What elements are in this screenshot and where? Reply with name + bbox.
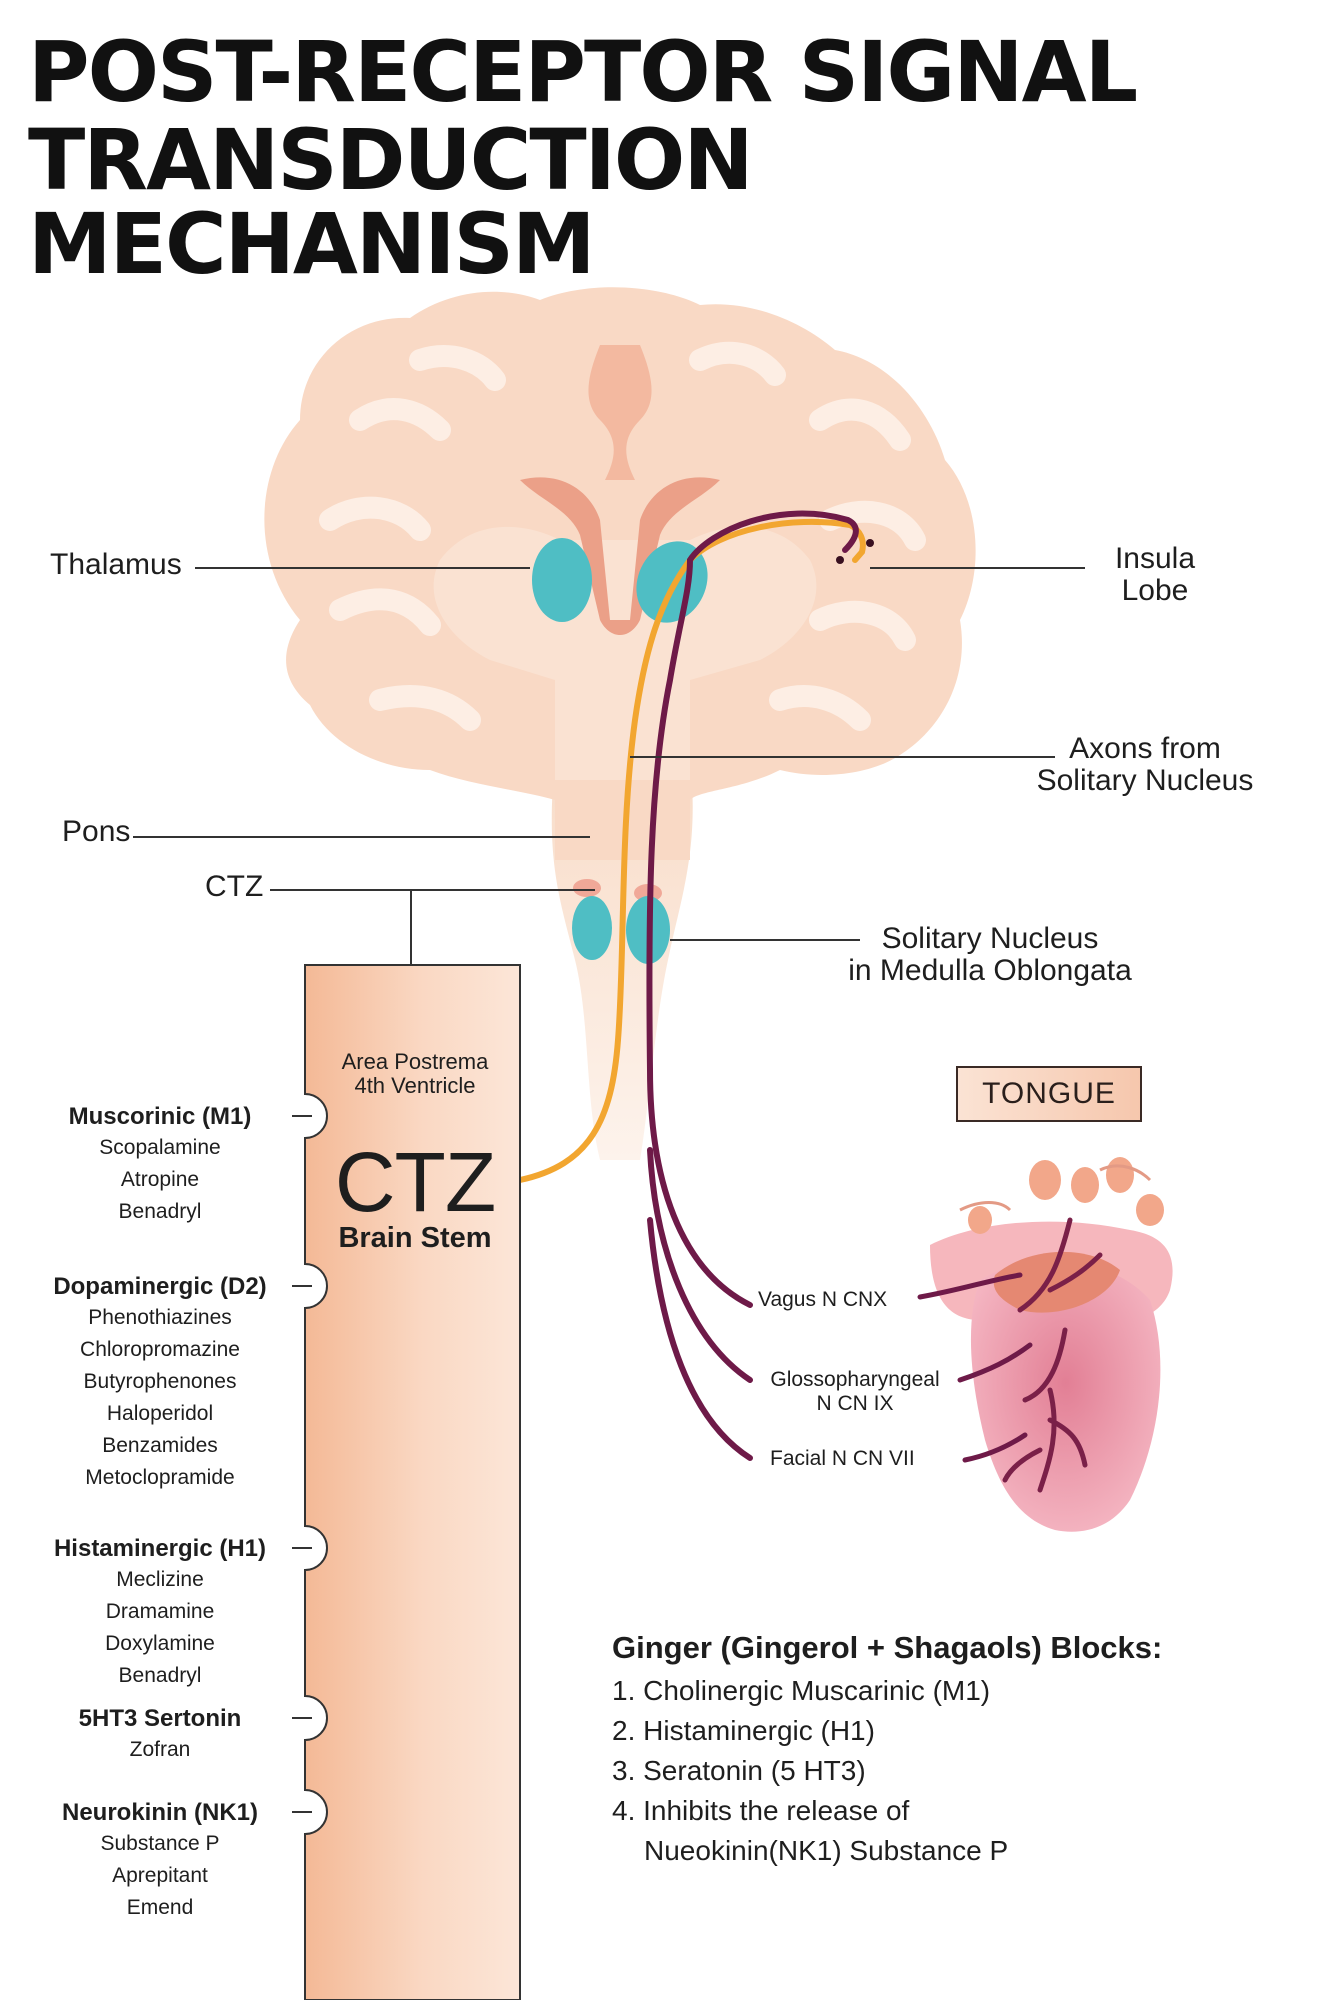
drug-item: Benzamides — [102, 1434, 218, 1457]
title-line1: POST-RECEPTOR SIGNAL — [28, 23, 1138, 121]
ctz-mark-left — [573, 879, 601, 897]
brain-fissure — [588, 345, 652, 480]
receptor-name: Neurokinin (NK1) — [61, 1799, 258, 1826]
drug-item: Substance P — [100, 1832, 220, 1855]
brain-stem-label: Brain Stem — [338, 1222, 492, 1254]
ginger-blocks-list: Ginger (Gingerol + Shagaols) Blocks: 1. … — [612, 1625, 1312, 1871]
receptor-name: 5HT3 Sertonin — [78, 1705, 242, 1732]
medulla-nucleus-left — [572, 896, 612, 960]
facial-label: Facial N CN VII — [770, 1447, 915, 1470]
receptor-group-neurokinin: Neurokinin (NK1) Substance P Aprepitant … — [20, 1798, 300, 1924]
area-postrema-line1: Area Postrema — [341, 1049, 489, 1074]
glosso-nerve — [647, 1147, 753, 1383]
drug-item: Aprepitant — [112, 1864, 208, 1887]
drug-item: Metoclopramide — [85, 1466, 235, 1489]
ginger-item: 2. Histaminergic (H1) — [612, 1715, 875, 1746]
axons-label-line1: Axons from — [1069, 732, 1221, 765]
receptor-group-serotonin: 5HT3 Sertonin Zofran — [20, 1704, 300, 1766]
drug-item: Butyrophenones — [83, 1370, 237, 1393]
glosso-label: Glossopharyngeal N CN IX — [755, 1368, 955, 1416]
pons-label: Pons — [62, 815, 131, 848]
drug-item: Phenothiazines — [88, 1306, 232, 1329]
area-postrema-line2: 4th Ventricle — [354, 1073, 476, 1098]
drug-item: Chloropromazine — [80, 1338, 240, 1361]
ginger-heading: Ginger (Gingerol + Shagaols) Blocks: — [612, 1630, 1163, 1665]
orange-pathway — [517, 518, 866, 1183]
receptor-group-dopaminergic: Dopaminergic (D2) Phenothiazines Chlorop… — [20, 1272, 300, 1494]
receptor-name: Dopaminergic (D2) — [53, 1273, 267, 1300]
axons-label: Axons from Solitary Nucleus — [1010, 733, 1280, 797]
facial-nerve — [647, 1217, 753, 1461]
drug-item: Scopalamine — [99, 1136, 221, 1159]
vagus-label: Vagus N CNX — [758, 1288, 888, 1311]
drug-item: Zofran — [129, 1738, 191, 1761]
solitary-label-line2: in Medulla Oblongata — [848, 954, 1132, 987]
drug-item: Benadryl — [118, 1200, 202, 1223]
ginger-item: 3. Seratonin (5 HT3) — [612, 1755, 866, 1786]
receptor-name: Histaminergic (H1) — [53, 1535, 267, 1562]
ginger-item: 4. Inhibits the release of — [612, 1795, 910, 1826]
brain-gyri — [319, 341, 926, 731]
drug-item: Doxylamine — [105, 1632, 215, 1655]
thalamus-left — [532, 538, 592, 622]
ventricles — [520, 477, 720, 635]
area-postrema-label: Area Postrema 4th Ventricle — [305, 1050, 525, 1098]
ginger-item-continuation: Nueokinin(NK1) Substance P — [644, 1835, 1009, 1866]
solitary-label-line1: Solitary Nucleus — [881, 922, 1099, 955]
ginger-item: 1. Cholinergic Muscarinic (M1) — [612, 1675, 991, 1706]
glosso-label-line2: N CN IX — [816, 1392, 894, 1415]
title-line2: TRANSDUCTION MECHANISM — [28, 111, 754, 293]
tongue-illustration — [917, 1157, 1173, 1532]
brain-inner — [433, 526, 817, 780]
glosso-label-line1: Glossopharyngeal — [770, 1368, 940, 1391]
tongue-nerve-branches — [1002, 1217, 1103, 1493]
insula-label: Insula Lobe — [1090, 543, 1220, 607]
drug-item: Haloperidol — [106, 1402, 214, 1425]
purple-pathway — [646, 510, 859, 1073]
ctz-title: CTZ — [334, 1135, 496, 1229]
drug-item: Meclizine — [116, 1568, 204, 1591]
insula-label-line2: Lobe — [1121, 574, 1189, 607]
solitary-label: Solitary Nucleus in Medulla Oblongata — [820, 923, 1160, 987]
vagus-nerve — [647, 1067, 753, 1308]
drug-item: Atropine — [120, 1168, 200, 1191]
receptor-group-histaminergic: Histaminergic (H1) Meclizine Dramamine D… — [20, 1534, 300, 1692]
ctz-label: CTZ — [205, 870, 264, 903]
drug-item: Emend — [126, 1896, 194, 1919]
receptor-group-muscarinic: Muscorinic (M1) Scopalamine Atropine Ben… — [20, 1102, 300, 1228]
axons-label-line2: Solitary Nucleus — [1036, 764, 1254, 797]
insula-label-line1: Insula — [1114, 542, 1196, 575]
drug-item: Benadryl — [118, 1664, 202, 1687]
drug-item: Dramamine — [105, 1600, 215, 1623]
receptor-name: Muscorinic (M1) — [68, 1103, 252, 1130]
ctz-column — [304, 964, 521, 2000]
thalamus-label: Thalamus — [50, 548, 182, 581]
tongue-label: TONGUE — [956, 1066, 1142, 1122]
